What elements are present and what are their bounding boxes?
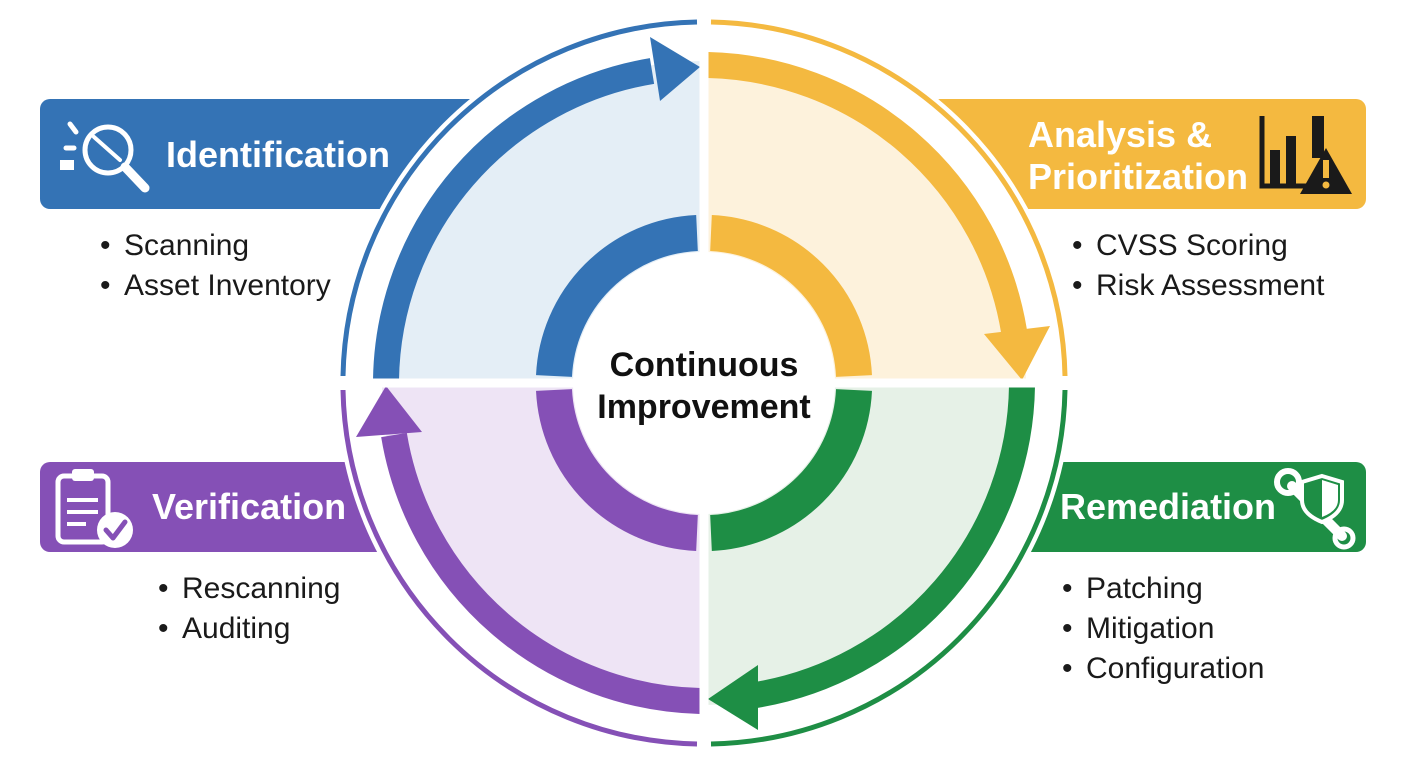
verification-title: Verification xyxy=(152,486,346,527)
magnifying-glass-scan-icon xyxy=(60,121,150,193)
center-label-line1: Continuous xyxy=(610,346,799,384)
analysis-title-line2: Prioritization xyxy=(1028,156,1248,197)
list-item: Asset Inventory xyxy=(100,266,331,306)
wrench-shield-icon xyxy=(1274,468,1356,550)
verification-outer-ring xyxy=(340,389,698,747)
list-item: Risk Assessment xyxy=(1072,266,1324,306)
list-item: Scanning xyxy=(100,226,331,266)
clipboard-check-icon xyxy=(55,469,133,548)
verification-arrow xyxy=(356,386,701,714)
identification-title: Identification xyxy=(166,134,390,175)
identification-inner-ring xyxy=(536,215,699,378)
remediation-outer-ring xyxy=(710,389,1068,747)
analysis-banner xyxy=(930,99,1366,209)
analysis-inner-ring xyxy=(709,215,872,378)
identification-arrow xyxy=(373,37,700,381)
verification-items: Rescanning Auditing xyxy=(158,569,340,649)
list-item: Mitigation xyxy=(1062,609,1264,649)
remediation-arrow xyxy=(708,385,1035,730)
list-item: Patching xyxy=(1062,569,1264,609)
identification-items: Scanning Asset Inventory xyxy=(100,226,331,306)
list-item: Configuration xyxy=(1062,649,1264,689)
remediation-inner-ring xyxy=(709,388,872,551)
remediation-title: Remediation xyxy=(1060,486,1276,527)
center-label-line2: Improvement xyxy=(597,388,811,426)
identification-banner xyxy=(40,99,480,209)
verification-inner-ring xyxy=(536,388,699,551)
identification-outer-ring xyxy=(340,19,698,377)
remediation-items: Patching Mitigation Configuration xyxy=(1062,569,1264,689)
analysis-title-line1: Analysis & xyxy=(1028,114,1212,155)
list-item: Auditing xyxy=(158,609,340,649)
bar-chart-warning-icon xyxy=(1259,116,1352,194)
analysis-items: CVSS Scoring Risk Assessment xyxy=(1072,226,1324,306)
analysis-arrow xyxy=(707,52,1050,380)
list-item: Rescanning xyxy=(158,569,340,609)
analysis-outer-ring xyxy=(710,19,1068,377)
list-item: CVSS Scoring xyxy=(1072,226,1324,266)
